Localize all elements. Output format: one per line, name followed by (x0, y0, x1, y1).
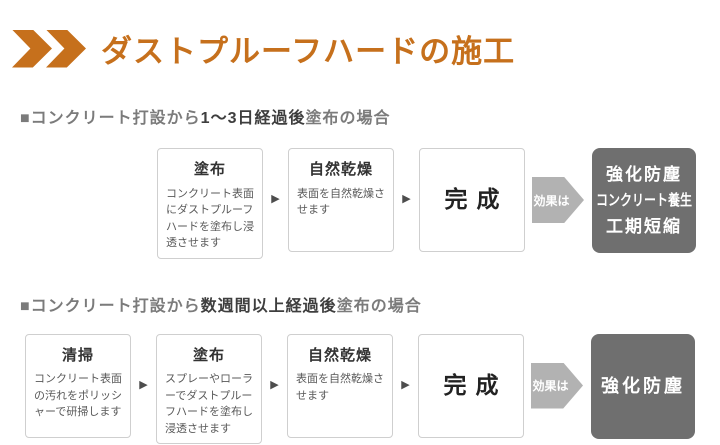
step-box: 塗布スプレーやローラーでダストプルーフハードを塗布し浸透させます (156, 333, 262, 444)
section-heading-prefix: ■コンクリート打設から (20, 110, 201, 127)
step-title: 自然乾燥 (307, 346, 372, 364)
step-title: 自然乾燥 (308, 161, 373, 178)
flow-arrow-right-icon: ▶ (271, 193, 280, 205)
flow-arrow-right-icon: ▶ (270, 378, 279, 391)
effect-arrow-right-icon: 効果は (531, 362, 583, 409)
flow-arrow-right-icon: ▶ (401, 378, 410, 391)
step-description: 表面を自然乾燥させます (297, 187, 385, 217)
step-box: 自然乾燥表面を自然乾燥させます (287, 333, 393, 438)
chevron-right-icon (46, 29, 86, 68)
step-title: 完成 (444, 186, 509, 213)
step-box: 塗布コンクリート表面にダストプルーフハードを塗布し浸透させます (157, 148, 263, 259)
flow-arrow-right-icon: ▶ (139, 378, 148, 391)
section-heading-emphasis: 1～3日経過後 (200, 110, 306, 127)
section-heading-emphasis: 数週間以上経過後 (200, 297, 337, 315)
result-box: 強化防塵 (591, 333, 695, 439)
step-description: 表面を自然乾燥させます (296, 373, 384, 402)
section-heading-aged-concrete: ■コンクリート打設から数週間以上経過後塗布の場合 (20, 292, 720, 316)
effect-arrow-right-icon: 効果は (532, 177, 584, 223)
effect-label: 効果は (532, 379, 569, 393)
section-heading-suffix: 塗布の場合 (336, 297, 422, 315)
step-description: コンクリート表面にダストプルーフハードを塗布し浸透させます (166, 187, 254, 250)
result-line: 強化防塵 (601, 375, 685, 396)
section-heading-fresh-concrete: ■コンクリート打設から1～3日経過後塗布の場合 (20, 104, 720, 128)
result-line: コンクリート養生 (596, 191, 693, 209)
step-description: スプレーやローラーでダストプルーフハードを塗布し浸透させます (165, 373, 253, 435)
step-description: コンクリート表面の汚れをポリッシャーで研掃します (34, 373, 122, 418)
step-title: 塗布 (193, 161, 226, 178)
chevron-right-icon (12, 29, 52, 68)
step-box: 完成 (418, 333, 524, 438)
result-box: 強化防塵コンクリート養生工期短縮 (592, 148, 696, 253)
step-title: 清掃 (61, 346, 94, 364)
section-heading-suffix: 塗布の場合 (305, 110, 391, 127)
section-heading-prefix: ■コンクリート打設から (20, 297, 201, 315)
effect-label: 効果は (533, 193, 570, 208)
process-flow-aged-concrete: 清掃コンクリート表面の汚れをポリッシャーで研掃します ▶ 塗布スプレーやローラーでダ… (0, 333, 720, 444)
step-title: 完成 (443, 371, 508, 398)
step-title: 塗布 (192, 346, 225, 364)
page-title: ダストプルーフハードの施工 (101, 34, 516, 69)
step-box: 完成 (419, 148, 525, 252)
page-header: ダストプルーフハードの施工 (0, 0, 720, 71)
double-chevron-right-icon (12, 29, 86, 68)
result-line: 工期短縮 (606, 216, 682, 236)
step-box: 清掃コンクリート表面の汚れをポリッシャーで研掃します (25, 333, 131, 438)
process-flow-fresh-concrete: 塗布コンクリート表面にダストプルーフハードを塗布し浸透させます ▶ 自然乾燥表面を自… (0, 148, 720, 259)
flow-arrow-right-icon: ▶ (402, 193, 411, 205)
step-box: 自然乾燥表面を自然乾燥させます (288, 148, 394, 252)
result-line: 強化防塵 (606, 165, 682, 185)
